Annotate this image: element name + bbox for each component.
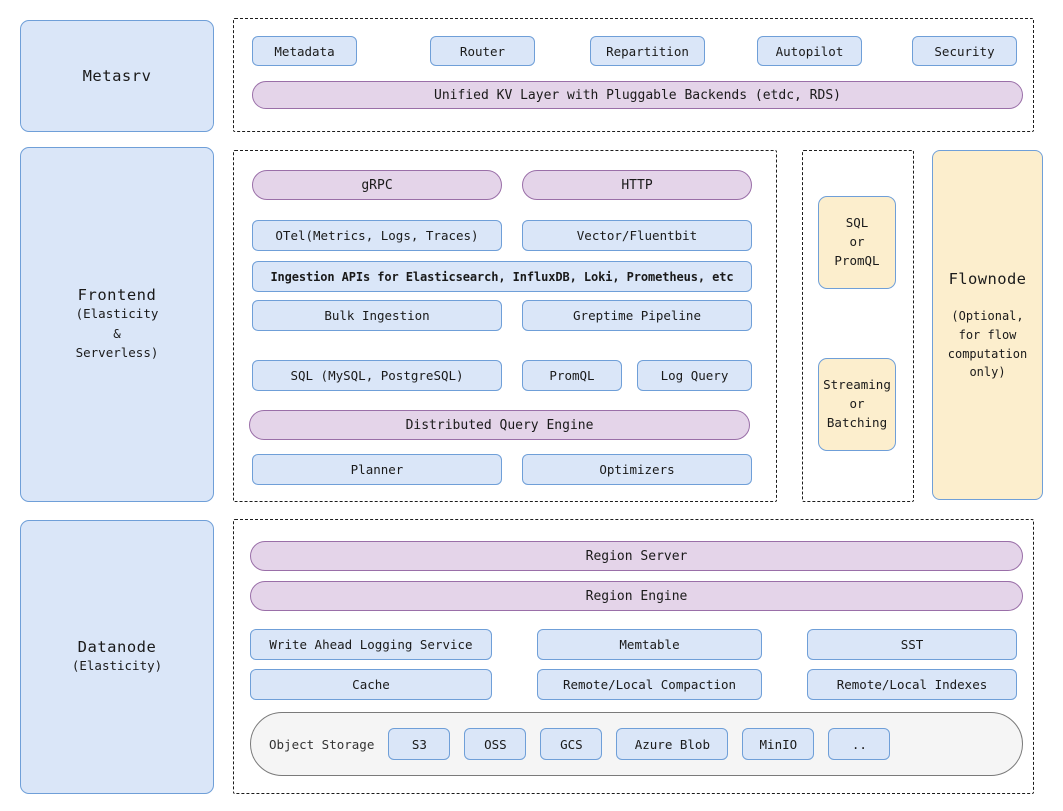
flow-option-sql-or-promql[interactable]: SQL or PromQL	[818, 196, 896, 289]
frontend-ingest-vector-fluentbit[interactable]: Vector/Fluentbit	[522, 220, 752, 251]
object-storage-label: Object Storage	[269, 736, 375, 752]
sidebar-metasrv: Metasrv	[20, 20, 214, 132]
frontend-engine-optimizers[interactable]: Optimizers	[522, 454, 752, 485]
frontend-engine-planner[interactable]: Planner	[252, 454, 502, 485]
flow-option-sql-line1: SQL	[845, 215, 869, 231]
storage-backend-oss[interactable]: OSS	[464, 728, 527, 760]
flow-option-streaming-or-batching[interactable]: Streaming or Batching	[818, 358, 896, 451]
flownode-note-2: for flow	[958, 328, 1017, 343]
flownode-title: Flownode	[948, 270, 1027, 289]
storage-backend-s3[interactable]: S3	[388, 728, 451, 760]
storage-backend-other[interactable]: ..	[828, 728, 891, 760]
datanode-cache[interactable]: Cache	[250, 669, 492, 700]
frontend-protocol-grpc[interactable]: gRPC	[252, 170, 502, 200]
flownode-box[interactable]: Flownode (Optional, for flow computation…	[932, 150, 1043, 500]
flow-option-sql-line2: or	[849, 234, 865, 250]
metasrv-component-repartition[interactable]: Repartition	[590, 36, 705, 66]
metasrv-component-router[interactable]: Router	[430, 36, 535, 66]
metasrv-group	[233, 18, 1034, 132]
sidebar-frontend: Frontend (Elasticity & Serverless)	[20, 147, 214, 502]
datanode-compaction[interactable]: Remote/Local Compaction	[537, 669, 762, 700]
frontend-protocol-http[interactable]: HTTP	[522, 170, 752, 200]
flownode-note-1: (Optional,	[951, 309, 1024, 324]
sidebar-frontend-sub1: (Elasticity	[75, 306, 159, 322]
datanode-group	[233, 519, 1034, 794]
datanode-sst[interactable]: SST	[807, 629, 1017, 660]
flow-option-stream-line1: Streaming	[823, 377, 891, 393]
datanode-memtable[interactable]: Memtable	[537, 629, 762, 660]
sidebar-datanode-sub: (Elasticity)	[71, 658, 163, 674]
frontend-ingest-bulk[interactable]: Bulk Ingestion	[252, 300, 502, 331]
frontend-group	[233, 150, 777, 502]
sidebar-frontend-title: Frontend	[77, 286, 157, 305]
metasrv-component-autopilot[interactable]: Autopilot	[757, 36, 862, 66]
storage-backend-gcs[interactable]: GCS	[540, 728, 603, 760]
sidebar-datanode-title: Datanode	[77, 638, 157, 657]
region-server[interactable]: Region Server	[250, 541, 1023, 571]
frontend-query-log-query[interactable]: Log Query	[637, 360, 752, 391]
flow-options-group	[802, 150, 914, 502]
flownode-note-3: computation	[947, 346, 1028, 361]
storage-backend-azure-blob[interactable]: Azure Blob	[616, 728, 729, 760]
frontend-query-sql[interactable]: SQL (MySQL, PostgreSQL)	[252, 360, 502, 391]
sidebar-frontend-sub2: &	[113, 325, 121, 341]
flow-option-sql-line3: PromQL	[834, 252, 880, 268]
datanode-indexes[interactable]: Remote/Local Indexes	[807, 669, 1017, 700]
flow-option-stream-line2: or	[849, 396, 865, 412]
sidebar-frontend-sub3: Serverless)	[75, 345, 159, 361]
distributed-query-engine[interactable]: Distributed Query Engine	[249, 410, 750, 440]
unified-kv-layer[interactable]: Unified KV Layer with Pluggable Backends…	[252, 81, 1023, 109]
frontend-ingest-greptime-pipeline[interactable]: Greptime Pipeline	[522, 300, 752, 331]
sidebar-datanode: Datanode (Elasticity)	[20, 520, 214, 794]
frontend-ingest-otel[interactable]: OTel(Metrics, Logs, Traces)	[252, 220, 502, 251]
frontend-query-promql[interactable]: PromQL	[522, 360, 622, 391]
metasrv-component-security[interactable]: Security	[912, 36, 1017, 66]
flow-option-stream-line3: Batching	[826, 414, 888, 430]
object-storage-bar: Object Storage S3 OSS GCS Azure Blob Min…	[250, 712, 1023, 776]
sidebar-metasrv-title: Metasrv	[82, 67, 152, 85]
flownode-note-4: only)	[969, 365, 1006, 380]
storage-backend-minio[interactable]: MinIO	[742, 728, 815, 760]
datanode-wal-service[interactable]: Write Ahead Logging Service	[250, 629, 492, 660]
frontend-ingest-apis[interactable]: Ingestion APIs for Elasticsearch, Influx…	[252, 261, 752, 292]
metasrv-component-metadata[interactable]: Metadata	[252, 36, 357, 66]
region-engine[interactable]: Region Engine	[250, 581, 1023, 611]
